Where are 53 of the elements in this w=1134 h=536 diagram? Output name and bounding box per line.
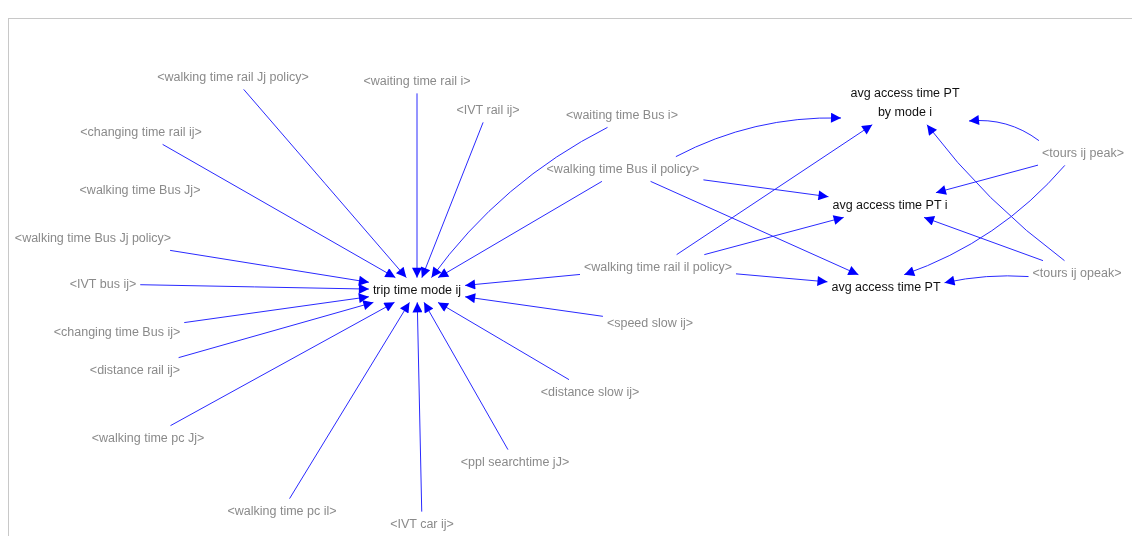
variable-name: avg access time PT by mode i bbox=[843, 83, 967, 123]
arrow bbox=[675, 112, 842, 158]
variable-name: <walking time rail Jj policy> bbox=[155, 66, 311, 88]
variable-name: <walking time pc il> bbox=[225, 500, 339, 522]
arrow bbox=[464, 293, 604, 317]
arrow bbox=[169, 249, 370, 286]
variable-name: <IVT car ij> bbox=[388, 513, 456, 535]
variable-name: <changing time Bus ij> bbox=[51, 321, 183, 343]
arrow bbox=[178, 300, 374, 359]
variable-name: <walking time Bus il policy> bbox=[544, 158, 702, 180]
variable-name: <walking time Bus Jj policy> bbox=[12, 227, 174, 249]
variable-name: <speed slow ij> bbox=[604, 312, 696, 334]
arrow bbox=[944, 275, 1029, 286]
arrow bbox=[676, 124, 873, 256]
variable-name: <IVT rail ij> bbox=[454, 99, 522, 121]
variable-name: <ppl searchtime jJ> bbox=[458, 451, 572, 473]
variable-name: <walking time rail il policy> bbox=[582, 256, 734, 278]
variable-name: <walking time pc Jj> bbox=[89, 427, 207, 449]
variable-name: <waiting time rail i> bbox=[361, 70, 473, 92]
variable-name: <IVT bus ij> bbox=[67, 273, 139, 295]
arrow bbox=[183, 293, 370, 324]
arrow bbox=[289, 301, 410, 500]
arrow bbox=[923, 216, 1044, 262]
arrow bbox=[650, 180, 859, 276]
variable-name: avg access time PT bbox=[829, 276, 943, 298]
arrow bbox=[412, 92, 422, 279]
variable-name: <changing time rail ij> bbox=[78, 121, 204, 143]
arrow bbox=[926, 124, 1065, 262]
arrow bbox=[431, 126, 608, 279]
arrow bbox=[437, 180, 603, 279]
arrow bbox=[243, 88, 407, 279]
variable-name: <distance slow ij> bbox=[538, 381, 642, 403]
variable-name: trip time mode ij bbox=[370, 279, 464, 301]
variable-name: <tours ij opeak> bbox=[1030, 262, 1124, 284]
arrow bbox=[735, 273, 828, 286]
arrow bbox=[170, 301, 395, 427]
arrow bbox=[420, 121, 484, 279]
arrow bbox=[968, 115, 1040, 142]
arrow bbox=[437, 301, 570, 381]
variable-name: <waiting time Bus i> bbox=[564, 104, 680, 126]
arrow bbox=[903, 164, 1066, 276]
arrow bbox=[423, 301, 509, 451]
variable-name: <tours ij peak> bbox=[1040, 142, 1126, 164]
arrow bbox=[162, 143, 396, 279]
arrow bbox=[703, 215, 845, 256]
arrow bbox=[412, 301, 423, 513]
arrow bbox=[702, 179, 829, 201]
variable-name: <distance rail ij> bbox=[87, 359, 183, 381]
arrow bbox=[935, 164, 1039, 195]
arrow bbox=[139, 283, 370, 294]
arrow bbox=[464, 273, 581, 290]
variable-name: <walking time Bus Jj> bbox=[78, 181, 202, 199]
variable-name: avg access time PT i bbox=[830, 194, 950, 216]
